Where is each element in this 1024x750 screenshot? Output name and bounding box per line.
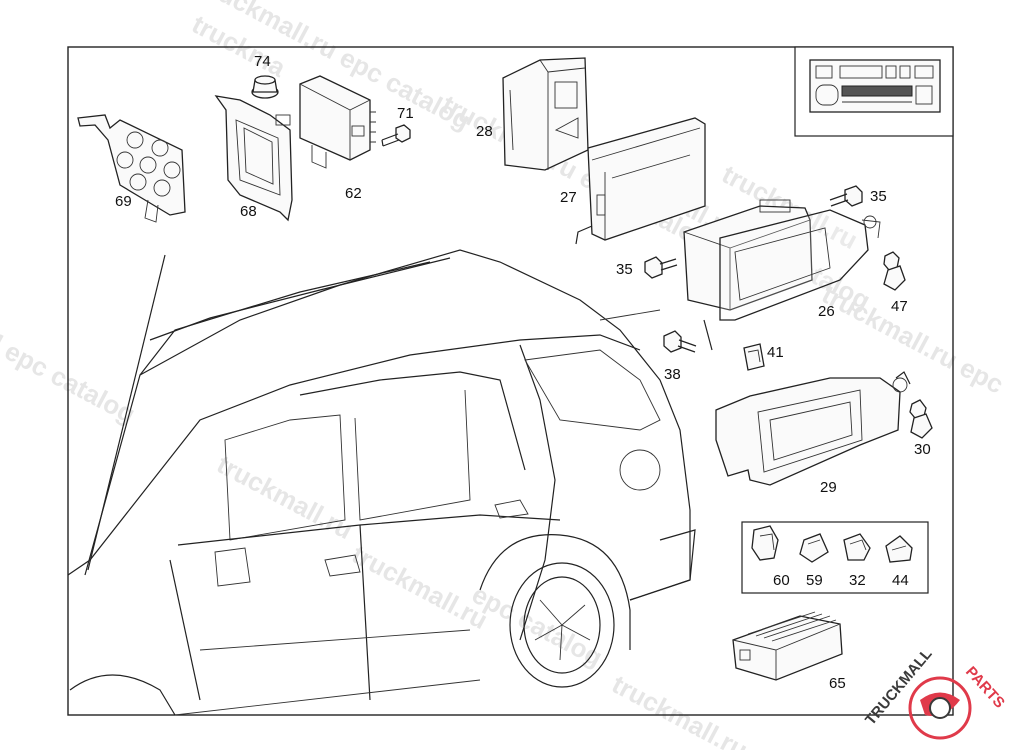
callout-26: 26	[818, 303, 835, 320]
callout-69: 69	[115, 193, 132, 210]
part-35-screw-upper[interactable]	[829, 185, 863, 207]
callout-74: 74	[254, 53, 271, 70]
part-71-screw[interactable]	[381, 124, 411, 147]
part-32-clip[interactable]	[843, 533, 871, 561]
callout-27: 27	[560, 189, 577, 206]
part-26-mounting-frame[interactable]	[683, 199, 881, 351]
vehicle-outline	[67, 249, 696, 716]
callout-59: 59	[806, 572, 823, 589]
callout-32: 32	[849, 572, 866, 589]
truckmallparts-logo: TRUCKMALL PARTS	[862, 646, 1008, 740]
part-28-module[interactable]	[502, 57, 589, 171]
watermark-text: l epc catalog	[0, 329, 140, 429]
callout-62: 62	[345, 185, 362, 202]
part-44-clip[interactable]	[885, 535, 913, 563]
callout-68: 68	[240, 203, 257, 220]
watermark-text: truckmall.ru	[607, 669, 752, 750]
part-60-clip[interactable]	[751, 525, 779, 561]
part-74-grommet[interactable]	[251, 75, 279, 99]
part-38-screw[interactable]	[663, 330, 697, 353]
callout-44: 44	[892, 572, 909, 589]
callout-41: 41	[767, 344, 784, 361]
car-radio-icon	[794, 46, 954, 137]
callout-60: 60	[773, 572, 790, 589]
part-41-clip[interactable]	[743, 343, 765, 371]
part-65-amplifier[interactable]	[732, 611, 843, 681]
part-30-nut[interactable]	[909, 399, 933, 439]
part-59-clip[interactable]	[799, 533, 829, 563]
watermark-text: epc catalog	[467, 579, 607, 673]
part-62-control-unit[interactable]	[299, 75, 376, 169]
watermark-text: truckmall.ru	[347, 539, 492, 635]
callout-28: 28	[476, 123, 493, 140]
callout-29: 29	[820, 479, 837, 496]
logo-text-dark: TRUCKMALL	[862, 646, 936, 729]
part-69-holder-plate[interactable]	[77, 114, 186, 223]
callout-38: 38	[664, 366, 681, 383]
part-29-bracket[interactable]	[715, 371, 911, 486]
callout-65: 65	[829, 675, 846, 692]
diagram-frame	[67, 46, 954, 716]
part-47-nut[interactable]	[883, 251, 906, 291]
callout-35-left: 35	[616, 261, 633, 278]
part-68-frame-holder[interactable]	[214, 95, 293, 222]
callout-47: 47	[891, 298, 908, 315]
callout-35-upper: 35	[870, 188, 887, 205]
callout-30: 30	[914, 441, 931, 458]
part-35-screw-left[interactable]	[644, 256, 678, 279]
callout-71: 71	[397, 105, 414, 122]
part-27-navigation-unit[interactable]	[575, 117, 706, 245]
